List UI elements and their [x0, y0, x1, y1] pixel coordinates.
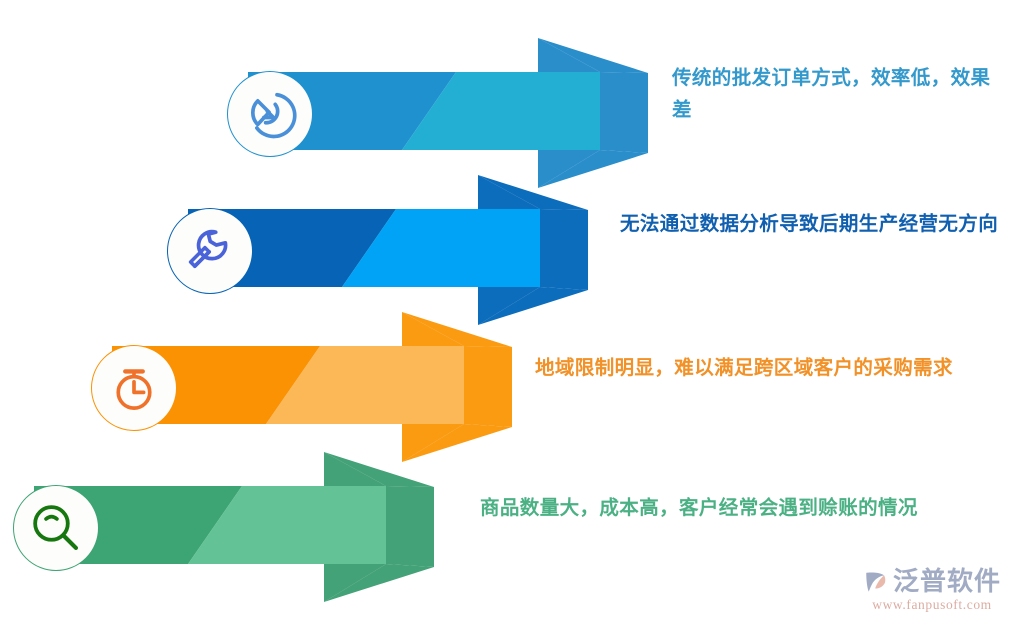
arrow-shape	[188, 175, 588, 325]
process-row-2[interactable]	[167, 175, 588, 325]
icon-badge-1[interactable]	[227, 71, 313, 157]
magnifier-icon	[33, 505, 79, 551]
process-row-3[interactable]	[91, 312, 512, 462]
target-arrow-icon	[250, 92, 297, 139]
wrench-icon	[188, 229, 228, 269]
process-row-1[interactable]	[227, 38, 648, 188]
watermark-url-text: www.fanpusoft.com	[872, 596, 992, 612]
process-row-caption-3: 地域限制明显，难以满足跨区域客户的采购需求	[535, 357, 953, 379]
icon-badge-3[interactable]	[91, 345, 177, 431]
process-row-4[interactable]	[13, 452, 434, 602]
watermark-logo: 泛普软件 www.fanpusoft.com	[857, 562, 1007, 618]
icon-badge-2[interactable]	[167, 208, 253, 294]
stopwatch-icon	[116, 369, 152, 410]
watermark-brand-row: 泛普软件	[863, 568, 1001, 594]
watermark-brand-text: 泛普软件	[892, 565, 1001, 596]
process-row-caption-1: 传统的批发订单方式，效率低，效果差	[672, 67, 991, 121]
icon-badge-4[interactable]	[13, 485, 99, 571]
fanpu-logo-icon	[866, 572, 886, 592]
process-row-caption-2: 无法通过数据分析导致后期生产经营无方向	[620, 213, 999, 235]
process-row-caption-4: 商品数量大，成本高，客户经常会遇到赊账的情况	[480, 497, 918, 519]
